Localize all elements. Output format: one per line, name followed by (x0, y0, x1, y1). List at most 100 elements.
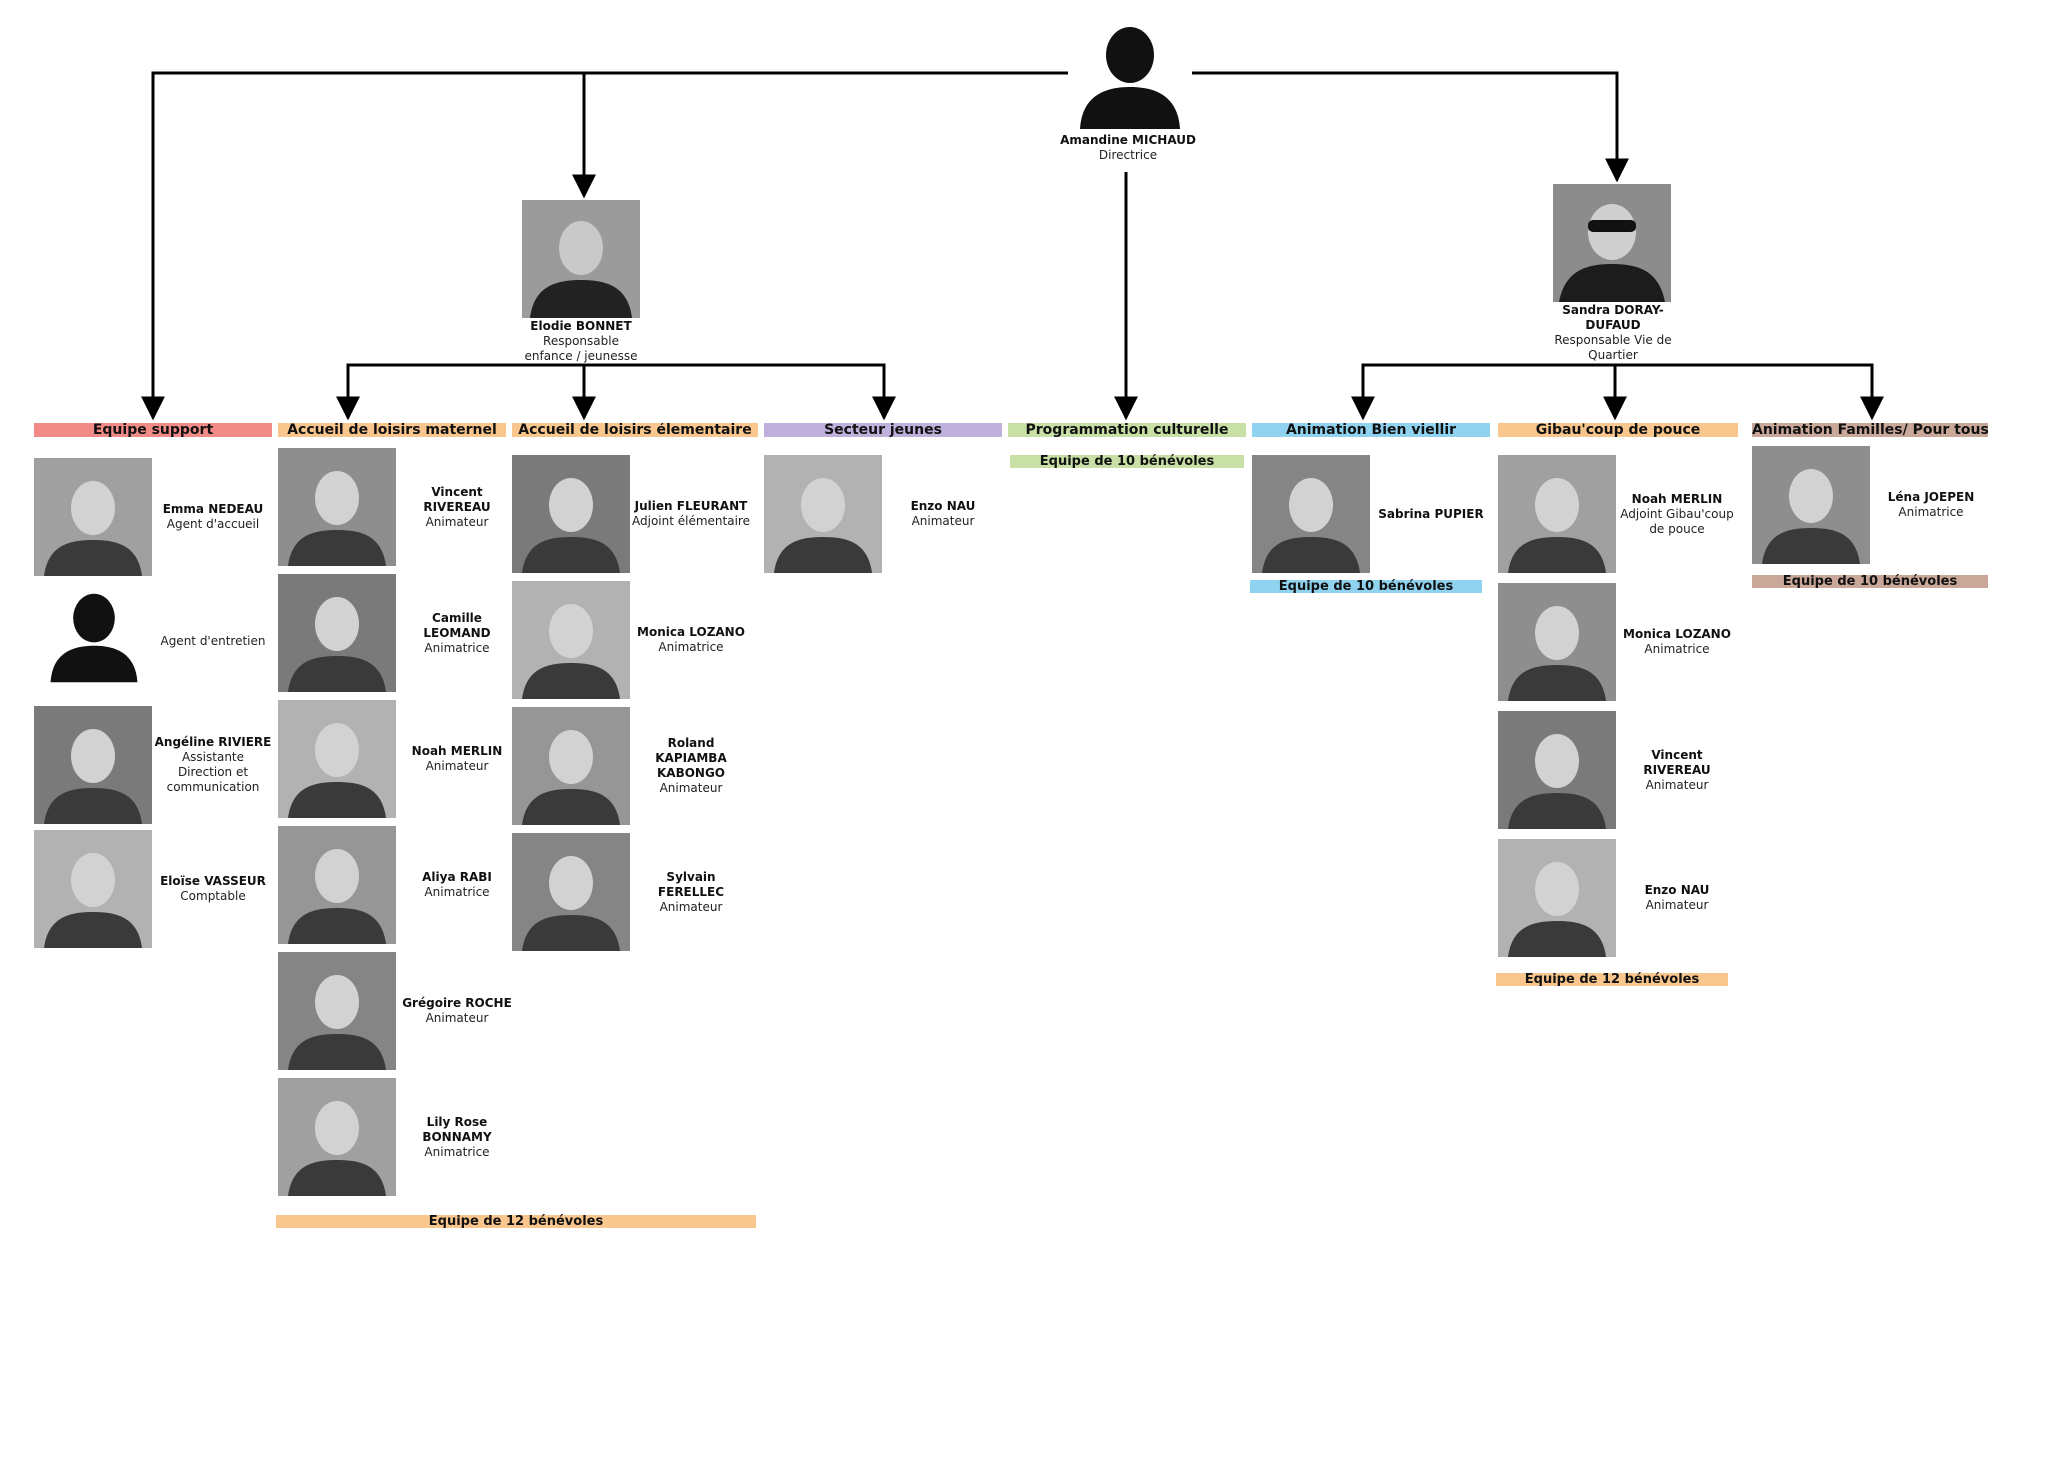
member-name: Emma NEDEAU (162, 502, 264, 516)
member-role: Animateur (1645, 898, 1709, 912)
member-name: Monica LOZANO (1623, 627, 1731, 641)
volunteers-banner: Equipe de 10 bénévoles (1752, 575, 1988, 588)
manager-role: Responsable enfance / jeunesse (524, 334, 638, 363)
member-role: Animateur (425, 759, 489, 773)
director-role: Directrice (1098, 148, 1158, 162)
member-text: Agent d'entretien (154, 582, 272, 700)
manager-role: Responsable Vie de Quartier (1554, 333, 1672, 362)
member-role: Animatrice (658, 640, 724, 654)
portrait-photo (34, 706, 152, 824)
member-role: Animateur (425, 514, 489, 529)
portrait-photo (1498, 455, 1616, 573)
member-name: Aliya RABI (422, 870, 492, 884)
volunteers-banner: Equipe de 10 bénévoles (1010, 455, 1244, 468)
team-header: Gibau'coup de pouce (1498, 423, 1738, 437)
portrait-photo (278, 700, 396, 818)
member-role: Animateur (425, 1011, 489, 1025)
member-name: Léna JOEPEN (1887, 490, 1975, 504)
member-name: Grégoire ROCHE (402, 996, 512, 1010)
team-header: Programmation culturelle (1008, 423, 1246, 437)
portrait-photo (512, 833, 630, 951)
portrait-photo (278, 952, 396, 1070)
member-role: Animatrice (1644, 642, 1710, 656)
member-name: Sabrina PUPIER (1378, 506, 1484, 521)
member-role: Agent d'entretien (160, 633, 266, 648)
portrait-photo (1553, 184, 1671, 302)
portrait-photo (522, 200, 640, 318)
volunteers-banner: Equipe de 12 bénévoles (1496, 973, 1728, 986)
team-header: Animation Bien viellir (1252, 423, 1490, 437)
placeholder-member-card: Agent d'entretien (34, 582, 274, 702)
member-name: Noah MERLIN (1631, 491, 1723, 506)
person-silhouette-icon (1080, 27, 1180, 129)
portrait-photo (34, 830, 152, 948)
portrait-photo (1752, 446, 1870, 564)
portrait-photo (512, 581, 630, 699)
connector-director-bar (141, 71, 1068, 421)
portrait-photo (512, 455, 630, 573)
member-role: Adjoint élémentaire (632, 514, 750, 528)
member-text: Sabrina PUPIER (1372, 455, 1490, 573)
member-name: Noah MERLIN (411, 744, 503, 758)
portrait-photo (1498, 839, 1616, 957)
member-name: Julien FLEURANT (634, 499, 748, 513)
member-role: Animatrice (1898, 505, 1964, 519)
person-silhouette-icon (44, 592, 144, 688)
team-header: Equipe support (34, 423, 272, 437)
portrait-photo (34, 458, 152, 576)
portrait-photo (278, 574, 396, 692)
team-header: Accueil de loisirs maternel (278, 423, 506, 437)
manager-name: Elodie BONNET (530, 319, 632, 333)
director-name: Amandine MICHAUD (1060, 133, 1196, 147)
portrait-photo (764, 455, 882, 573)
portrait-photo (278, 1078, 396, 1196)
connector-to-doray (1185, 71, 1629, 183)
portrait-photo (278, 826, 396, 944)
volunteers-banner: Equipe de 12 bénévoles (276, 1215, 756, 1228)
member-name: Camille LEOMAND (423, 610, 491, 640)
member-role: Animatrice (424, 1144, 490, 1159)
member-role: Animateur (911, 514, 975, 528)
member-name: Vincent RIVEREAU (423, 484, 491, 514)
team-header: Accueil de loisirs élementaire (512, 423, 758, 437)
member-role: Animateur (1645, 777, 1709, 792)
member-role: Animateur (659, 899, 723, 914)
member-name: Enzo NAU (1644, 883, 1710, 897)
member-name: Eloïse VASSEUR (160, 874, 266, 888)
member-name: Enzo NAU (910, 499, 976, 513)
connector-doray-bar (1361, 363, 1884, 421)
member-name: Vincent RIVEREAU (1643, 747, 1711, 777)
member-role: Agent d'accueil (166, 517, 260, 531)
volunteers-banner: Equipe de 10 bénévoles (1250, 580, 1482, 593)
member-role: Animatrice (424, 885, 490, 899)
portrait-photo (1498, 583, 1616, 701)
